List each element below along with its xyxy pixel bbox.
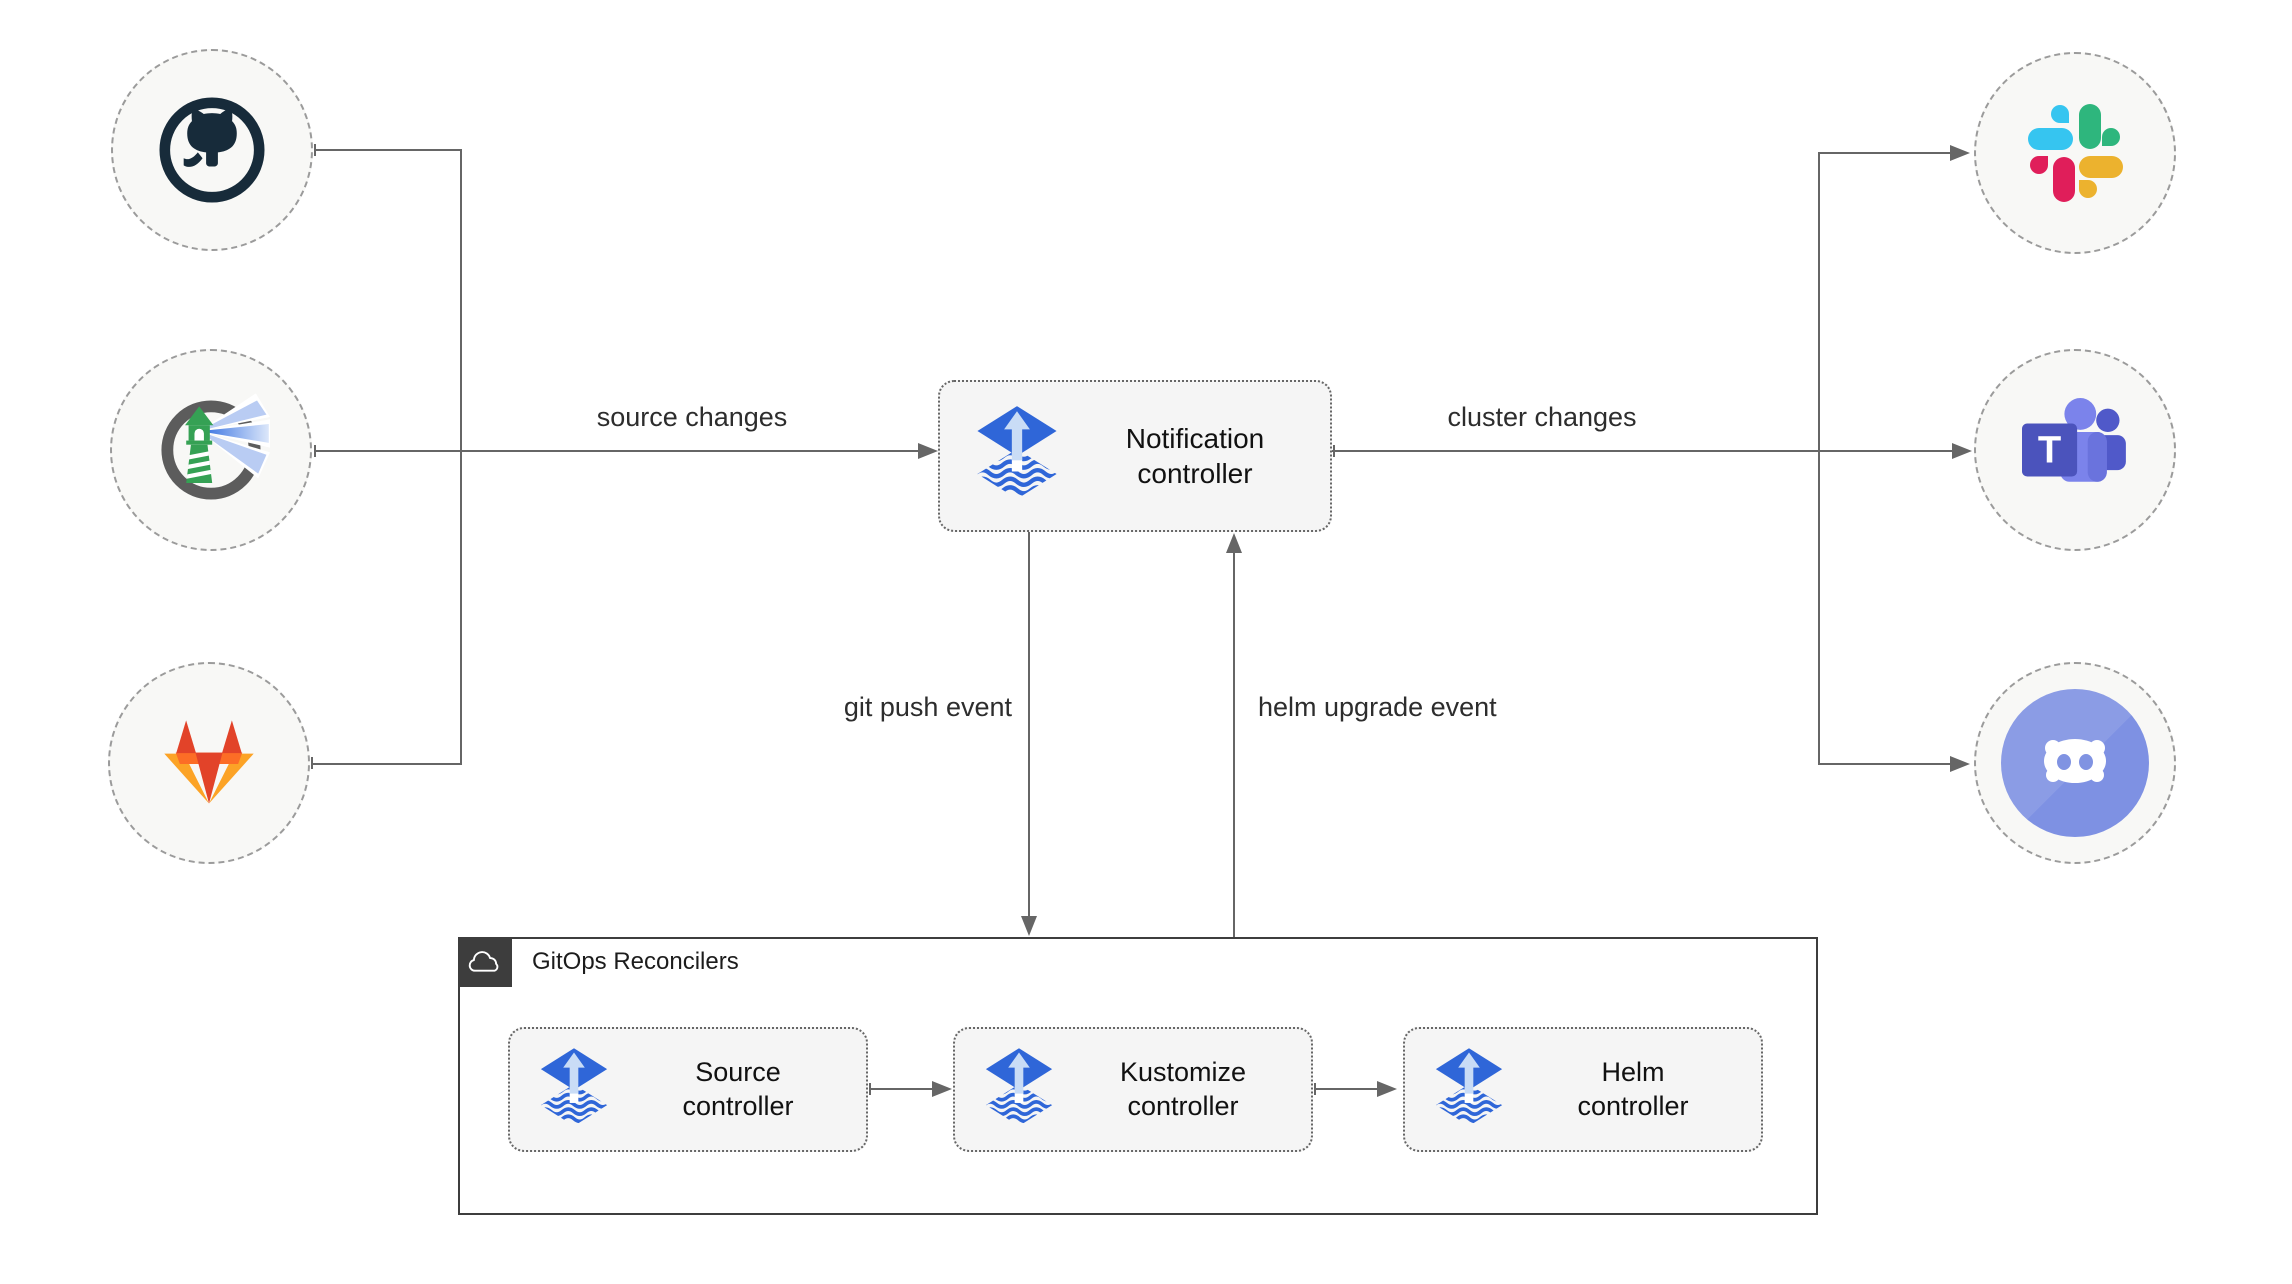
tick <box>1314 1083 1316 1095</box>
edge-gitlab-line <box>312 763 462 765</box>
node-gitlab <box>108 662 310 864</box>
edge-github-line <box>315 149 462 151</box>
gitlab-icon <box>157 715 261 811</box>
edge-kustomize-helm-arrowhead <box>1377 1081 1397 1097</box>
edge-source-changes-arrowhead <box>918 443 938 459</box>
node-discord <box>1974 662 2176 864</box>
edge-source-kustomize-line <box>870 1088 934 1090</box>
helm-controller-label: Helm controller <box>1577 1056 1689 1121</box>
gitops-group-title: GitOps Reconcilers <box>532 948 739 975</box>
tick <box>311 757 313 769</box>
edge-label-cluster-changes: cluster changes <box>1447 402 1637 432</box>
edge-source-kustomize-arrowhead <box>932 1081 952 1097</box>
gitops-group-badge <box>458 937 512 987</box>
teams-letter: T <box>2038 429 2061 472</box>
edge-cluster-changes-line <box>1332 450 1954 452</box>
ms-teams-icon: T <box>2022 397 2128 503</box>
edge-helm-upgrade-arrowhead <box>1226 533 1242 553</box>
node-notification-controller: Notification controller <box>938 380 1332 532</box>
tick <box>1333 445 1335 457</box>
edge-kustomize-helm-line <box>1315 1088 1379 1090</box>
edge-notifiers-branch-line <box>1818 152 1820 765</box>
edge-teams-arrowhead <box>1952 443 1972 459</box>
slack-icon <box>2026 104 2124 202</box>
notification-controller-label: Notification controller <box>1125 423 1265 489</box>
edge-sources-merge-line <box>460 149 462 765</box>
edge-git-push-line <box>1028 532 1030 918</box>
flux-icon <box>974 404 1060 508</box>
edge-label-source-changes: source changes <box>596 402 788 432</box>
github-icon <box>153 91 271 209</box>
node-ms-teams: T <box>1974 349 2176 551</box>
edge-discord-arrowhead <box>1950 756 1970 772</box>
node-github <box>111 49 313 251</box>
node-harbor <box>110 349 312 551</box>
tick <box>314 144 316 156</box>
flux-icon <box>983 1046 1055 1134</box>
harbor-lighthouse-icon <box>152 391 270 509</box>
discord-icon <box>2001 689 2149 837</box>
node-helm-controller: Helm controller <box>1403 1027 1763 1152</box>
node-source-controller: Source controller <box>508 1027 868 1152</box>
edge-helm-upgrade-line <box>1233 552 1235 937</box>
cloud-icon <box>466 949 504 976</box>
edge-slack-line <box>1819 152 1952 154</box>
edge-slack-arrowhead <box>1950 145 1970 161</box>
node-slack <box>1974 52 2176 254</box>
flux-icon <box>1433 1046 1505 1134</box>
edge-discord-line <box>1819 763 1952 765</box>
edge-git-push-arrowhead <box>1021 916 1037 936</box>
tick <box>314 445 316 457</box>
tick <box>869 1083 871 1095</box>
source-controller-label: Source controller <box>682 1056 794 1121</box>
edge-label-helm-upgrade-event: helm upgrade event <box>1258 692 1497 722</box>
node-kustomize-controller: Kustomize controller <box>953 1027 1313 1152</box>
edge-source-changes-line <box>315 450 920 452</box>
flux-icon <box>538 1046 610 1134</box>
kustomize-controller-label: Kustomize controller <box>1119 1056 1247 1121</box>
edge-label-git-push-event: git push event <box>843 692 1012 722</box>
